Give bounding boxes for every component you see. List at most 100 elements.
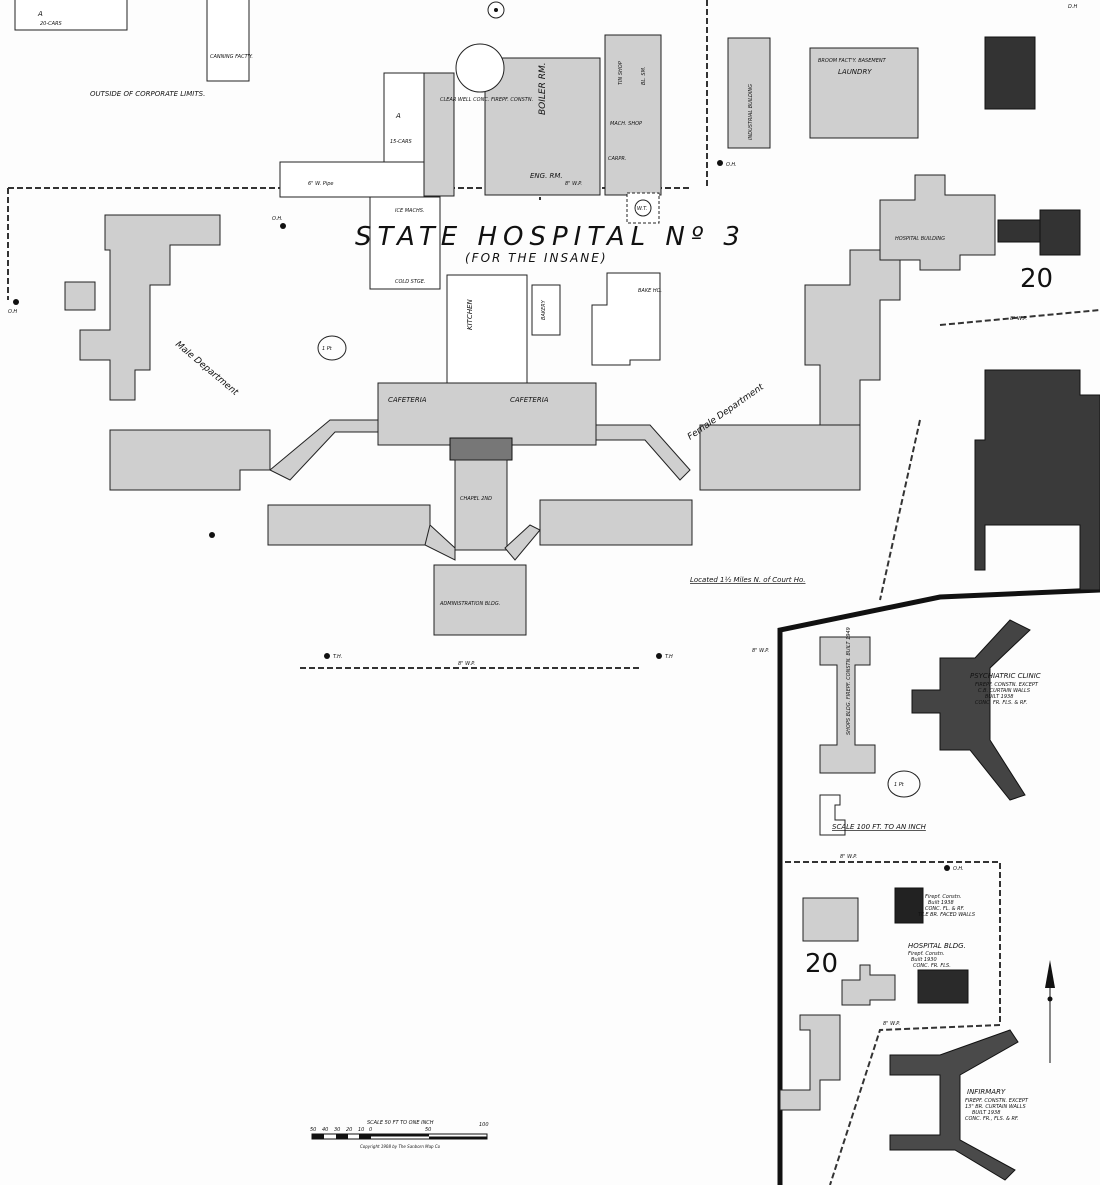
svg-text:T.H.: T.H. — [333, 654, 342, 660]
svg-text:CANNING FACT'Y.: CANNING FACT'Y. — [210, 54, 253, 60]
svg-text:CARPR.: CARPR. — [608, 156, 626, 162]
building-administration: ADMINISTRATION BLDG. — [433, 564, 527, 636]
svg-text:CAFETERIA: CAFETERIA — [510, 396, 549, 404]
svg-text:HOSPITAL BLDG.: HOSPITAL BLDG. — [908, 942, 966, 950]
svg-text:30: 30 — [334, 1127, 340, 1133]
svg-text:ADMINISTRATION BLDG.: ADMINISTRATION BLDG. — [439, 601, 500, 607]
svg-text:W.T.: W.T. — [637, 206, 647, 212]
svg-text:CLEAR WELL CONC. FIREPF. CONST: CLEAR WELL CONC. FIREPF. CONSTN. — [440, 97, 533, 103]
point-markers: 1 Pt 1 Pt — [317, 335, 921, 798]
male-department-label: Male Department — [173, 340, 240, 399]
svg-text:SCALE 100 FT. TO AN INCH: SCALE 100 FT. TO AN INCH — [832, 823, 927, 831]
svg-text:8" W.P.: 8" W.P. — [565, 181, 582, 187]
svg-text:Firepf. Constn.: Firepf. Constn. — [908, 951, 944, 957]
svg-text:A: A — [395, 112, 401, 120]
svg-text:D.H: D.H — [1068, 4, 1077, 10]
svg-text:CONC. FR. FLS. & RF.: CONC. FR. FLS. & RF. — [975, 700, 1027, 706]
svg-text:CONC. FL. & RF.: CONC. FL. & RF. — [925, 906, 964, 912]
building-20-cars: A 20-CARS — [14, 0, 128, 31]
outside-limits-note: OUTSIDE OF CORPORATE LIMITS. — [90, 90, 205, 98]
svg-text:KITCHEN: KITCHEN — [466, 298, 474, 330]
building-dark-ne — [984, 36, 1036, 110]
svg-text:O.H.: O.H. — [726, 162, 737, 168]
svg-text:Built 1930: Built 1930 — [911, 957, 937, 963]
building-ice-cold-storage: ICE MACHS. COLD STGE. — [369, 196, 441, 290]
building-bakery: BAKERY — [531, 284, 561, 336]
building-laundry: BROOM FACT'Y. BASEMENT LAUNDRY — [809, 47, 919, 139]
svg-text:8" W.P.: 8" W.P. — [458, 661, 475, 667]
svg-text:8" W.P.: 8" W.P. — [883, 1021, 900, 1027]
svg-text:50: 50 — [310, 1127, 316, 1133]
building-15-cars: A 15-CARS — [279, 72, 455, 198]
svg-text:MACH. SHOP: MACH. SHOP — [610, 121, 642, 127]
svg-text:CONC. FR. FLS.: CONC. FR. FLS. — [913, 963, 951, 969]
map-subtitle: (FOR THE INSANE) — [465, 251, 608, 265]
svg-text:BUILT 1938: BUILT 1938 — [972, 1110, 1000, 1116]
svg-text:ENG. RM.: ENG. RM. — [530, 172, 563, 180]
svg-text:PSYCHIATRIC CLINIC: PSYCHIATRIC CLINIC — [970, 672, 1041, 680]
svg-text:ICE MACHS.: ICE MACHS. — [395, 208, 424, 214]
upper-scale-note: SCALE 100 FT. TO AN INCH — [819, 794, 927, 836]
building-psychiatric-clinic: PSYCHIATRIC CLINIC FIREPF. CONSTN. EXCEP… — [911, 619, 1041, 801]
svg-text:O.H.: O.H. — [272, 216, 283, 222]
svg-text:Copyright 1908 by The Sanborn: Copyright 1908 by The Sanborn Map Co — [360, 1144, 441, 1149]
svg-text:BROOM FACT'Y. BASEMENT: BROOM FACT'Y. BASEMENT — [818, 58, 887, 64]
building-boiler-room: BOILER RM. ENG. RM. — [484, 57, 601, 196]
svg-text:LAUNDRY: LAUNDRY — [838, 68, 872, 76]
svg-text:1 Pt: 1 Pt — [322, 346, 333, 352]
svg-text:8" W.P.: 8" W.P. — [840, 854, 857, 860]
svg-text:O.H: O.H — [8, 309, 17, 315]
svg-text:40: 40 — [322, 1127, 328, 1133]
svg-text:INDUSTRIAL BUILDING: INDUSTRIAL BUILDING — [748, 84, 754, 140]
svg-text:TIN SHOP: TIN SHOP — [618, 61, 624, 85]
svg-text:1 Pt: 1 Pt — [894, 782, 905, 788]
svg-text:BL. SM.: BL. SM. — [641, 67, 647, 85]
north-arrow-icon — [1045, 960, 1055, 1063]
svg-text:Firepf. Constn.: Firepf. Constn. — [925, 894, 961, 900]
svg-text:8" W.P.: 8" W.P. — [752, 648, 769, 654]
building-chapel: CHAPEL 2ND — [454, 459, 508, 551]
svg-text:10: 10 — [358, 1127, 364, 1133]
svg-text:Built 1938: Built 1938 — [928, 900, 954, 906]
hydrant-markers: O.H. O.H O.H. T.H. T.H O.H. D.H — [8, 4, 1077, 872]
svg-text:13" BR. CURTAIN WALLS: 13" BR. CURTAIN WALLS — [965, 1104, 1026, 1110]
svg-text:HOSPITAL BUILDING: HOSPITAL BUILDING — [895, 236, 945, 242]
svg-text:BUILT 1938: BUILT 1938 — [985, 694, 1013, 700]
svg-text:FIREPF. CONSTN. EXCEPT: FIREPF. CONSTN. EXCEPT — [965, 1098, 1029, 1104]
svg-text:8" W.P.: 8" W.P. — [1010, 316, 1027, 322]
svg-text:SHOPS BLDG. FIREPF. CONSTN. BU: SHOPS BLDG. FIREPF. CONSTN. BUILT 1949 — [846, 627, 852, 735]
svg-text:50: 50 — [425, 1127, 431, 1133]
svg-text:SCALE 50 FT TO ONE INCH: SCALE 50 FT TO ONE INCH — [367, 1120, 434, 1126]
male-department — [64, 214, 456, 561]
svg-text:BAKERY: BAKERY — [541, 299, 547, 320]
building-cafeteria: CAFETERIA CAFETERIA — [377, 382, 597, 461]
sheet-border — [777, 587, 1100, 1185]
svg-text:CAFETERIA: CAFETERIA — [388, 396, 427, 404]
building-dark-east — [974, 369, 1100, 591]
building-hospital: HOSPITAL BUILDING — [879, 174, 1081, 271]
svg-text:TILE BR. FACED WALLS: TILE BR. FACED WALLS — [918, 912, 976, 918]
svg-text:0: 0 — [369, 1127, 372, 1133]
svg-text:CONC. FR., FLS. & RF.: CONC. FR., FLS. & RF. — [965, 1116, 1019, 1122]
svg-text:100: 100 — [479, 1122, 489, 1128]
svg-text:BAKE HO.: BAKE HO. — [638, 288, 662, 294]
sheet-number: 20 — [1020, 264, 1053, 294]
svg-text:O.H.: O.H. — [953, 866, 964, 872]
svg-text:15-CARS: 15-CARS — [390, 139, 413, 145]
pipe-labels: 6" W. Pipe 8" W.P. 8" W.P. 8" W.P. 8" W.… — [308, 181, 1027, 1027]
svg-text:CHAPEL 2ND: CHAPEL 2ND — [460, 496, 492, 502]
clear-well: CLEAR WELL CONC. FIREPF. CONSTN. — [440, 1, 533, 103]
svg-text:C.B. CURTAIN WALLS: C.B. CURTAIN WALLS — [978, 688, 1031, 694]
svg-text:INFIRMARY: INFIRMARY — [967, 1088, 1006, 1096]
svg-text:6" W. Pipe: 6" W. Pipe — [308, 181, 333, 187]
female-department — [504, 249, 901, 561]
building-shops-1949: SHOPS BLDG. FIREPF. CONSTN. BUILT 1949 — [819, 627, 876, 774]
lower-scale-bar: SCALE 50 FT TO ONE INCH 50 40 30 20 10 0… — [310, 1120, 489, 1149]
lower-right-compound: Firepf. Constn. Built 1938 CONC. FL. & R… — [779, 887, 1029, 1181]
building-industrial: INDUSTRIAL BUILDING — [727, 37, 771, 149]
svg-text:T.H: T.H — [665, 654, 673, 660]
water-tower: W.T. — [626, 192, 660, 224]
location-note: Located 1½ Miles N. of Court Ho. — [690, 576, 806, 584]
